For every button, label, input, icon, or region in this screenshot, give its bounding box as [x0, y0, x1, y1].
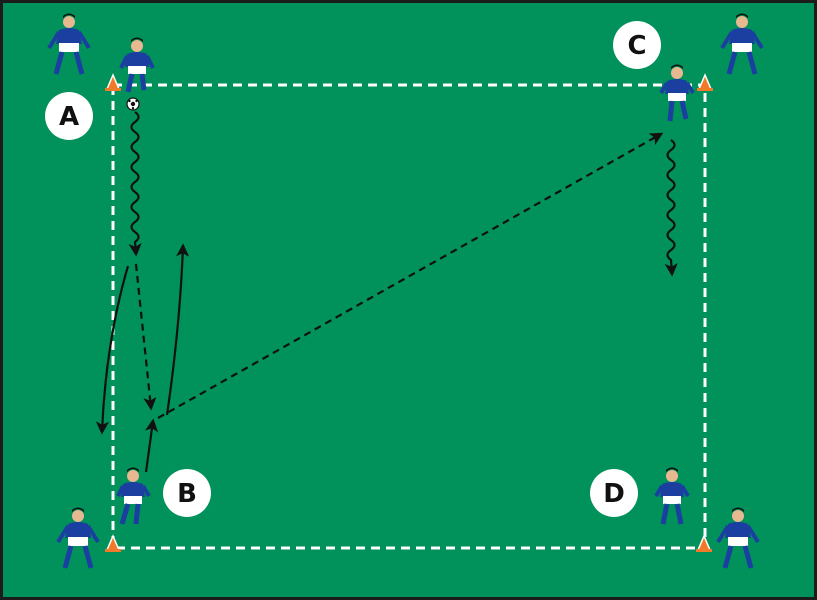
- player-icon: [47, 13, 91, 75]
- station-label-b: B: [163, 469, 211, 517]
- players: [47, 13, 764, 569]
- cone-icon: [105, 73, 121, 91]
- station-label-c: C: [613, 21, 661, 69]
- run-arrow: [95, 265, 130, 435]
- player-icon: [119, 37, 155, 93]
- grid-boundary: [111, 83, 707, 550]
- player-icon: [56, 507, 100, 569]
- pass-arrow: [134, 263, 157, 411]
- player-icon: [659, 64, 695, 122]
- cone-icon: [696, 534, 712, 552]
- player-icon: [716, 507, 760, 569]
- pass-arrow: [157, 132, 664, 419]
- cones: [105, 73, 713, 552]
- station-label-a: A: [45, 92, 93, 140]
- player-icon: [720, 13, 764, 75]
- dribble-arrow: [664, 139, 678, 277]
- cone-icon: [697, 73, 713, 91]
- movement-arrows: [95, 111, 678, 473]
- station-label-d: D: [590, 469, 638, 517]
- player-icon: [654, 467, 690, 525]
- run-arrow: [165, 243, 190, 416]
- cone-icon: [105, 534, 121, 552]
- station-label-text: D: [603, 479, 625, 509]
- ball-icon: [126, 97, 140, 111]
- run-arrow: [144, 418, 159, 473]
- dribble-arrow: [128, 111, 142, 257]
- station-label-text: B: [177, 479, 197, 509]
- station-label-text: A: [59, 102, 79, 132]
- station-label-text: C: [627, 31, 646, 61]
- player-icon: [116, 467, 151, 525]
